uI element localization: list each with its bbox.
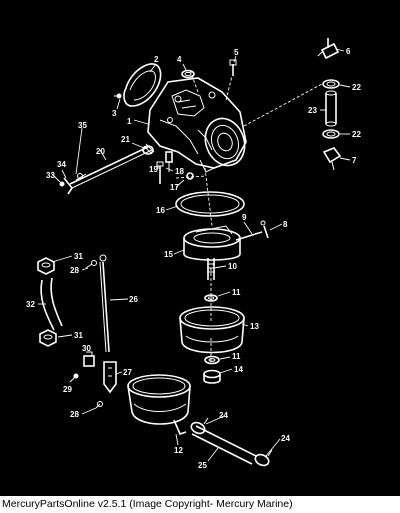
callout-35: 35: [78, 121, 87, 130]
carburetor-body: [147, 77, 247, 173]
callout-6: 6: [346, 47, 351, 56]
callout-29: 29: [63, 385, 72, 394]
carburetor-exploded-diagram: 1 2 3 4 5 6 7 8 9 10 11 11 12 13 14 15 1…: [26, 38, 361, 470]
callout-28-lower: 28: [70, 410, 79, 419]
callout-17: 17: [170, 183, 179, 192]
gasket-ring: [175, 191, 245, 217]
callout-23: 23: [308, 106, 317, 115]
callout-27: 27: [123, 368, 132, 377]
callout-31-upper: 31: [74, 252, 83, 261]
plug-and-screw: [181, 59, 237, 79]
callout-7: 7: [352, 156, 357, 165]
callout-13: 13: [250, 322, 259, 331]
leader-lines: [38, 48, 351, 462]
callout-labels: 1 2 3 4 5 6 7 8 9 10 11 11 12 13 14 15 1…: [26, 47, 361, 470]
callout-18: 18: [175, 167, 184, 176]
callout-14: 14: [234, 365, 243, 374]
callout-2: 2: [154, 55, 159, 64]
cover-plate: [114, 63, 162, 107]
callout-24-lower: 24: [281, 434, 290, 443]
callout-19: 19: [149, 165, 158, 174]
callout-31-lower: 31: [74, 331, 83, 340]
callout-3: 3: [112, 109, 117, 118]
callout-1: 1: [127, 117, 132, 126]
callout-11-upper: 11: [232, 288, 241, 297]
callout-16: 16: [156, 206, 165, 215]
callout-22-lower: 22: [352, 130, 361, 139]
float-bowl: [179, 306, 245, 354]
callout-5: 5: [234, 48, 239, 57]
callout-4: 4: [177, 55, 182, 64]
callout-10: 10: [228, 262, 237, 271]
callout-22-upper: 22: [352, 83, 361, 92]
small-hardware-17-18-19: [156, 151, 194, 184]
needle-part-8: [260, 220, 269, 239]
callout-8: 8: [283, 220, 288, 229]
lower-bowl: [127, 374, 191, 435]
callout-11-lower: 11: [232, 352, 241, 361]
left-side-hardware: [37, 254, 117, 409]
callout-30: 30: [82, 344, 91, 353]
callout-26: 26: [129, 295, 138, 304]
callout-9: 9: [242, 213, 247, 222]
callout-21: 21: [121, 135, 130, 144]
callout-12: 12: [174, 446, 183, 455]
image-caption: MercuryPartsOnline v2.5.1 (Image Copyrig…: [0, 496, 400, 513]
callout-33: 33: [46, 171, 55, 180]
callout-15: 15: [164, 250, 173, 259]
main-jet-and-washers: [203, 258, 221, 384]
callout-20: 20: [96, 147, 105, 156]
callout-34: 34: [57, 160, 66, 169]
callout-25: 25: [198, 461, 207, 470]
callout-24-upper: 24: [219, 411, 228, 420]
callout-28-upper: 28: [70, 266, 79, 275]
float-assembly: [183, 225, 263, 261]
throttle-shaft-linkage: [59, 143, 155, 195]
callout-32: 32: [26, 300, 35, 309]
fuel-hose-with-clamps: [190, 417, 273, 467]
fuel-fitting-stack: [317, 38, 342, 171]
